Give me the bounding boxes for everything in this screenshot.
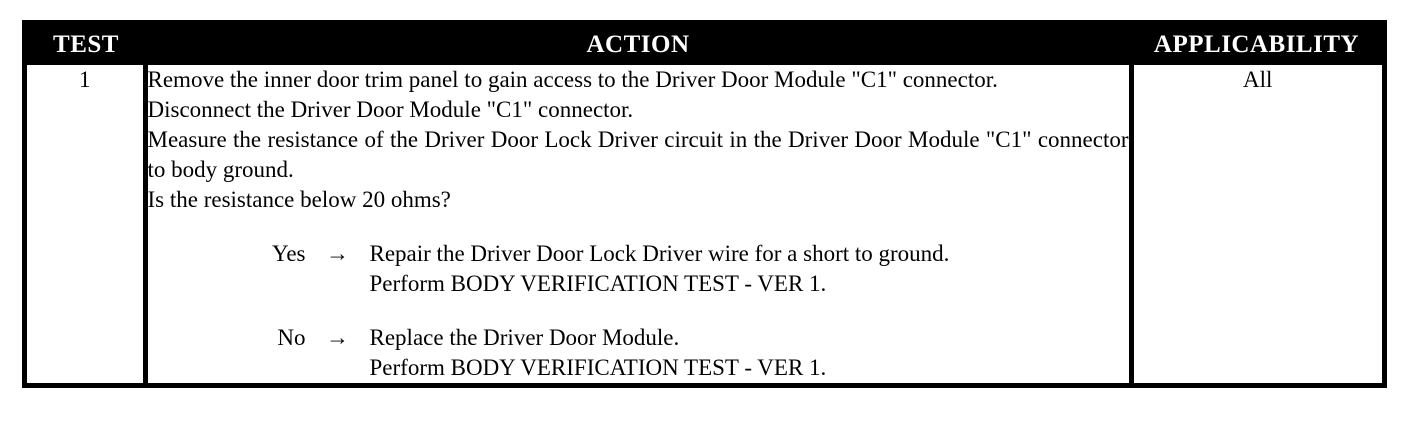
branch-yes-body: Repair the Driver Door Lock Driver wire … <box>370 239 1129 299</box>
branch-yes: Yes → Repair the Driver Door Lock Driver… <box>252 239 1129 299</box>
branch-yes-line-2: Perform BODY VERIFICATION TEST - VER 1. <box>369 271 827 296</box>
right-arrow-icon: → <box>326 241 349 266</box>
cell-test-number: 1 <box>24 65 145 386</box>
table-row: 1 Remove the inner door trim panel to ga… <box>24 65 1385 386</box>
column-header-applicability: APPLICABILITY <box>1131 22 1385 65</box>
cell-applicability: All <box>1128 65 1385 386</box>
table-body: 1 Remove the inner door trim panel to ga… <box>24 65 1385 386</box>
right-arrow-icon: → <box>326 325 349 350</box>
branch-yes-line-1: Repair the Driver Door Lock Driver wire … <box>369 241 950 266</box>
action-intro-line-2: Disconnect the Driver Door Module "C1" c… <box>147 97 634 122</box>
action-branches: Yes → Repair the Driver Door Lock Driver… <box>148 239 1129 383</box>
branch-no: No → Replace the Driver Door Module. Per… <box>252 323 1129 383</box>
action-intro-line-3: Measure the resistance of the Driver Doo… <box>147 127 1129 182</box>
action-intro-block: Remove the inner door trim panel to gain… <box>148 65 1129 215</box>
table-header: TEST ACTION APPLICABILITY <box>24 22 1385 65</box>
branch-no-line-1: Replace the Driver Door Module. <box>369 325 680 350</box>
diagnostic-test-table: TEST ACTION APPLICABILITY 1 Remove the i… <box>22 20 1387 388</box>
branch-yes-label: Yes <box>272 241 306 266</box>
action-intro-line-1: Remove the inner door trim panel to gain… <box>147 67 998 92</box>
action-intro-question: Is the resistance below 20 ohms? <box>147 187 451 212</box>
table-header-row: TEST ACTION APPLICABILITY <box>24 22 1385 65</box>
column-header-action: ACTION <box>145 22 1131 65</box>
branch-no-label: No <box>277 325 306 350</box>
cell-action: Remove the inner door trim panel to gain… <box>142 65 1131 386</box>
branch-no-line-2: Perform BODY VERIFICATION TEST - VER 1. <box>369 355 827 380</box>
column-header-test: TEST <box>24 22 145 65</box>
branch-no-body: Replace the Driver Door Module. Perform … <box>370 323 1129 383</box>
